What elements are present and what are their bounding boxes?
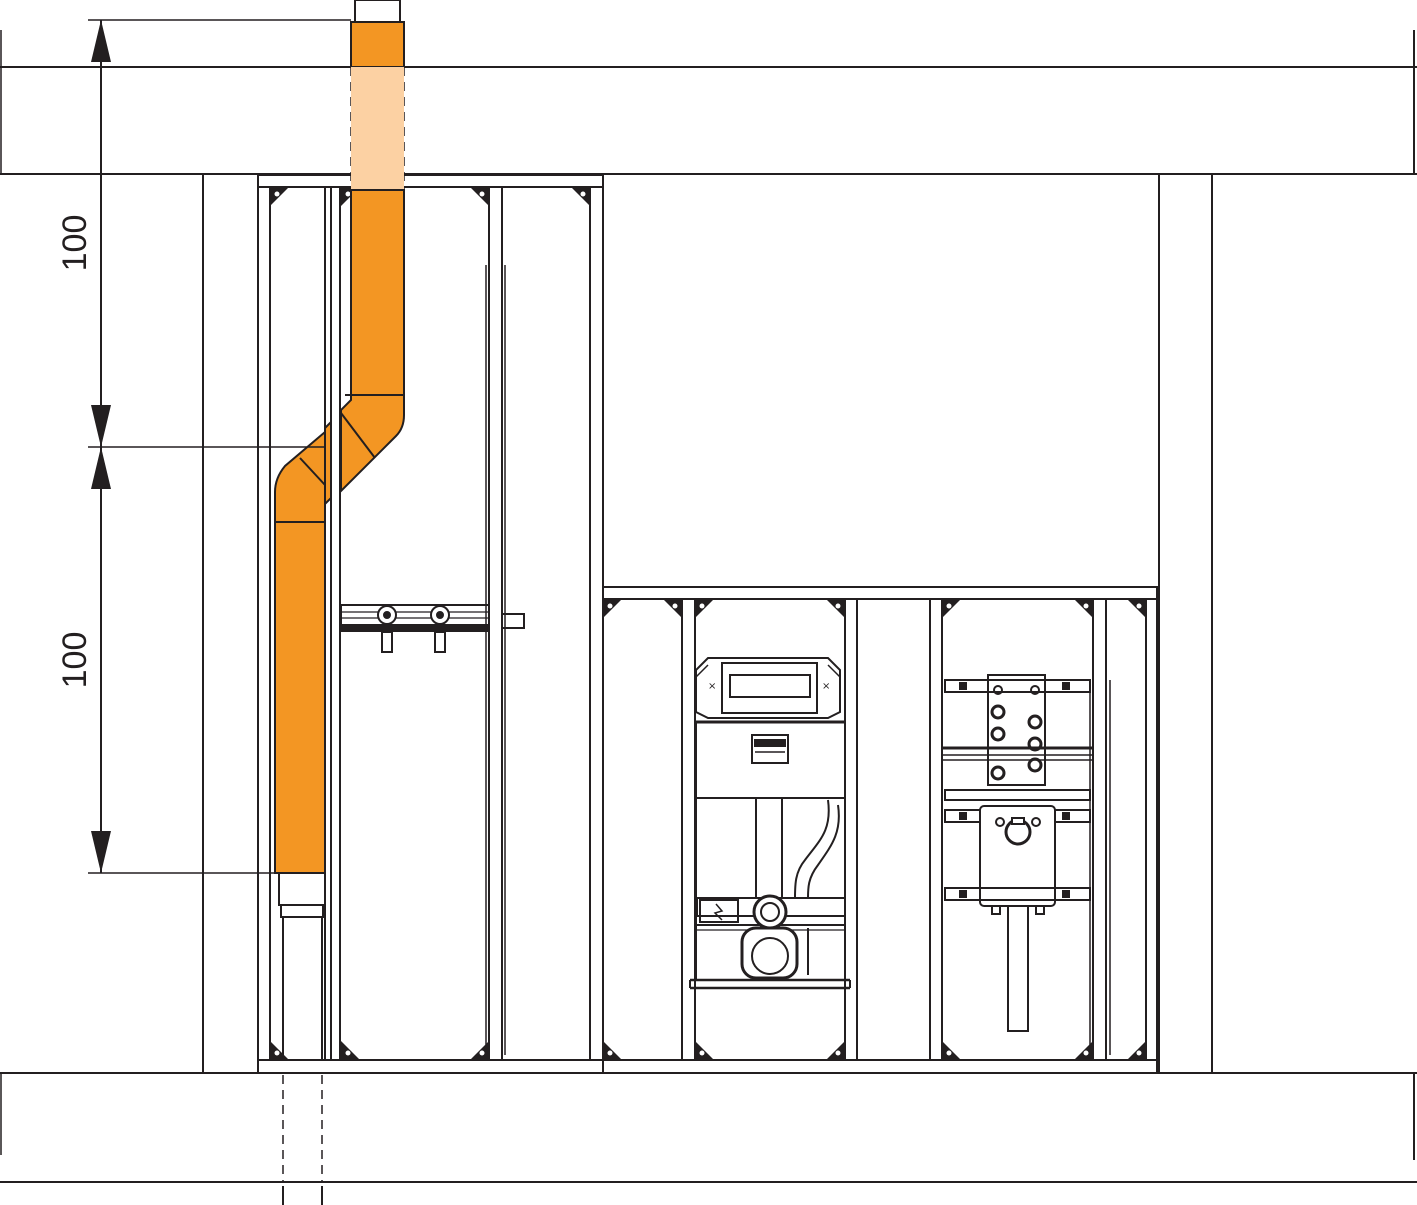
corner-bracket-icon <box>1075 600 1093 618</box>
building-structure <box>0 30 1417 1183</box>
corner-bracket-icon <box>942 600 960 618</box>
pipe-below-floor <box>282 1186 323 1205</box>
pipe-segment-top <box>350 21 405 68</box>
pipe-segment-faded <box>351 67 404 190</box>
mounting-plate-icon <box>942 674 1093 1032</box>
right-installation-frame <box>603 586 1159 1073</box>
corner-bracket-icon <box>827 600 845 618</box>
corner-bracket-icon <box>270 1041 288 1059</box>
corner-bracket-icon <box>1075 1041 1093 1059</box>
corner-bracket-icon <box>572 188 590 206</box>
dimension-label-upper: 100 <box>56 215 94 272</box>
offset-pipe <box>274 0 405 1060</box>
valve-rail <box>340 604 490 653</box>
pipe-segment-lower <box>274 429 326 874</box>
svg-text:×: × <box>708 681 716 692</box>
corner-bracket-icon <box>827 1041 845 1059</box>
corner-bracket-icon <box>695 600 713 618</box>
left-installation-frame <box>257 174 604 1074</box>
corner-bracket-icon <box>695 1041 713 1059</box>
corner-bracket-icon <box>270 188 288 206</box>
corner-bracket-icon <box>603 600 621 618</box>
corner-bracket-icon <box>664 600 682 618</box>
corner-bracket-icon <box>603 1041 621 1059</box>
dimension-label-lower: 100 <box>56 632 94 689</box>
dimension-arrows <box>91 20 111 873</box>
valve-icon <box>377 605 397 653</box>
corner-bracket-icon <box>471 1041 489 1059</box>
valve-icon <box>430 605 450 653</box>
svg-text:×: × <box>822 681 830 692</box>
wc-cistern-icon: × × <box>689 657 851 990</box>
corner-bracket-icon <box>1128 1041 1146 1059</box>
corner-bracket-icon <box>1128 600 1146 618</box>
corner-bracket-icon <box>341 1041 359 1059</box>
pipe-segment-upper <box>340 189 405 494</box>
corner-bracket-icon <box>471 188 489 206</box>
corner-bracket-icon <box>942 1041 960 1059</box>
corner-brackets-right <box>603 600 1146 1059</box>
